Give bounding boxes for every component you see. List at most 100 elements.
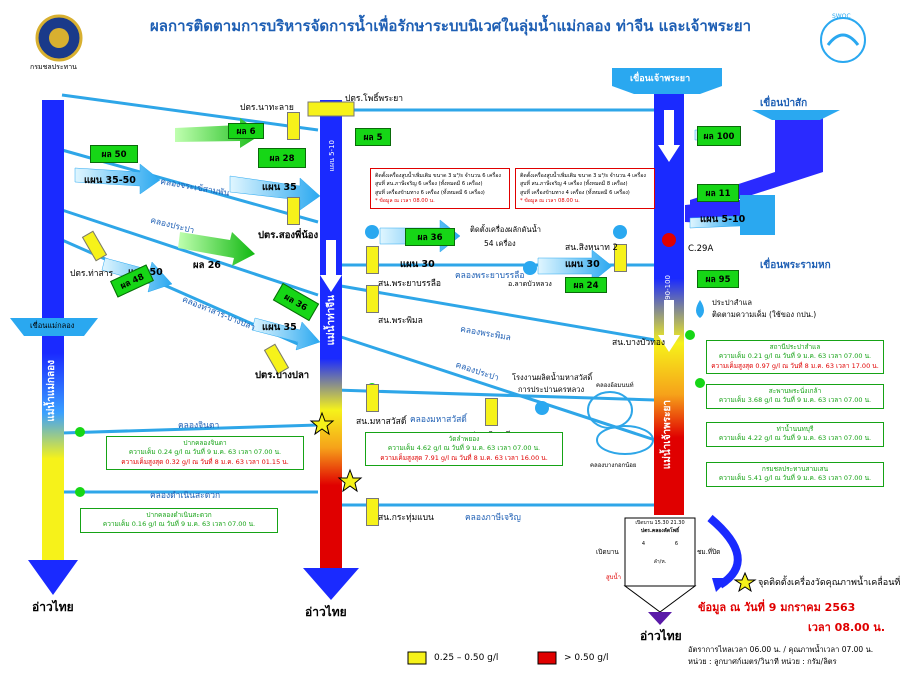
canal-damnoen: คลองดำเนินสะดวก [150, 491, 221, 501]
pasak-river-body [775, 112, 823, 172]
rid-logo-caption: กรมชลประทาน [30, 63, 77, 71]
swoc-logo [820, 17, 866, 63]
gate-phra-phimon [366, 285, 379, 313]
flow-label-f4: แผน 35-50 [84, 175, 136, 186]
flow-label-f18: แผน 5-10 [700, 214, 746, 225]
flow-label-f6: แผน 35 [262, 182, 297, 193]
station-damnoen: ปากคลองดำเนินสะดวก ความเค็ม 0.16 g/l ณ ว… [80, 508, 278, 533]
phra-phimon-label: สน.พระพิมล [378, 316, 423, 326]
legend-yellow-text: 0.25 – 0.50 g/l [434, 653, 499, 663]
flow-box-f5: ผล 28 [258, 148, 306, 168]
waterworks-l2: การประปานครหลวง [518, 385, 585, 394]
chaophraya-dam-label: เขื่อนเจ้าพระยา [630, 74, 691, 84]
flow-label-f13: แผน 30 [400, 259, 435, 270]
flow-box-f15: ผล 24 [565, 277, 607, 293]
pasak-dam-shape [752, 110, 840, 120]
thachin-river-label: แม่น้ำท่าจีน [326, 295, 337, 346]
note-1: อัตราการไหลเวลา 06.00 น. / คุณภาพน้ำเวลา… [688, 645, 874, 654]
station-tha-nam: ท่าน้ำนนทบุรี ความเค็ม 4.22 g/l ณ วันที่… [706, 422, 884, 447]
pusher-text: ติดตั้งเครื่องผลักดันน้ำ [470, 225, 541, 234]
gate-open-label: เปิดบาน [596, 548, 619, 556]
gate-sinakharin [614, 244, 627, 272]
page-title: ผลการติดตามการบริหารจัดการน้ำเพื่อรักษาร… [150, 17, 752, 35]
song-phi-nong-label: ปตร.สองพี่น้อง [258, 230, 319, 241]
flow-label-f7: ผล 26 [193, 260, 221, 271]
station-dot-5 [75, 487, 85, 497]
legend-red-swatch [537, 651, 557, 665]
star-marker-2 [337, 468, 363, 493]
gate-box-frame [624, 517, 696, 587]
flow-box-f2: ผล 5 [355, 128, 391, 146]
gate-close-label: ชม.ที่ปิด [697, 548, 721, 556]
legend-yellow-swatch [407, 651, 427, 665]
pump-box-2: ติดตั้งเครื่องสูบน้ำเพิ่มเติม ขนาด 3 ม³/… [515, 168, 655, 210]
thachin-plan-label: แผน 5-10 [328, 140, 336, 172]
thachin-arrowhead [303, 568, 359, 600]
flow-label-f14: แผน 30 [565, 259, 600, 270]
canal-jindalai: คลองจินดา [178, 421, 220, 431]
gate-chimphli [485, 398, 498, 426]
pump-box-1: ติดตั้งเครื่องสูบน้ำเพิ่มเติม ขนาด 3 ม³/… [370, 168, 510, 210]
station-dot-3 [685, 330, 695, 340]
bang-bua-thong-label: สน.บางบัวทอง [612, 338, 666, 348]
pusher-icon [523, 261, 537, 275]
flow-label-f11: แผน 35 [262, 322, 297, 333]
tha-san-label: ปตร.ท่าสาร [70, 269, 114, 279]
maeklong-river-label: แม่น้ำแม่กลอง [46, 360, 57, 422]
station-rid: กรมชลประทานสามเสน ความเค็ม 5.41 g/l ณ วั… [706, 462, 884, 487]
canal-om-non: คลองอ้อมนนท์ [596, 382, 634, 389]
rama6-dam-label: เขื่อนพระรามหก [760, 260, 831, 271]
nathalai-label: ปตร.นาทะลาย [240, 103, 294, 113]
rama6-dam-shape [740, 195, 775, 235]
star-marker-1 [309, 411, 335, 436]
legend-red-text: > 0.50 g/l [564, 653, 609, 663]
note-2: หน่วย : ลูกบาศก์เมตร/วินาที หน่วย : กรัม… [688, 657, 837, 666]
c29a-dot [662, 233, 676, 247]
chaophraya-dam-shape [612, 68, 722, 86]
gate-song-phi-nong [287, 197, 300, 225]
bangkok-noi-loop [596, 425, 654, 455]
station-dot-4 [695, 378, 705, 388]
pho-phraya-label: ปตร.โพธิ์พระยา [345, 94, 404, 104]
gate-maha-sawat [366, 384, 379, 412]
flow-box-f19: ผล 95 [697, 270, 739, 288]
canal-phasi-charoen: คลองภาษีเจริญ [465, 513, 521, 523]
legend-star-text: จุดติดตั้งเครื่องวัดคุณภาพน้ำเคลื่อนที่ … [758, 578, 900, 588]
chaophraya-river-label: แม่น้ำเจ้าพระยา [662, 400, 673, 470]
c29a-label: C.29A [688, 244, 714, 254]
maeklong-dam-shape [10, 318, 98, 336]
white-arrows [320, 110, 680, 352]
gate-phraya-banlue [366, 246, 379, 274]
waterworks-icon [535, 401, 549, 415]
chaophraya-arrowhead [648, 612, 672, 625]
pump-icon-2 [613, 225, 627, 239]
gate-pump-label: สูบน้ำ [606, 574, 621, 581]
data-time: เวลา 08.00 น. [808, 621, 886, 634]
flow-box-f1: ผล 6 [228, 123, 264, 139]
gate-nathalai [287, 112, 300, 140]
flow-box-f3: ผล 50 [90, 145, 138, 163]
waterworks-l1: โรงงานผลิตน้ำมหาสวัสดิ์ [512, 373, 593, 382]
pho-phraya-gate [307, 101, 355, 117]
station-wat-lam-thong: วัดลำพยอง ความเค็ม 4.62 g/l ณ วันที่ 9 ม… [365, 432, 563, 467]
samlae-label: ประปาสำแล [712, 298, 753, 307]
flow-box-f17: ผล 11 [697, 184, 739, 202]
maeklong-arrowhead [28, 560, 78, 595]
pusher-count: 54 เครื่อง [484, 239, 516, 248]
flow-box-f16: ผล 100 [697, 126, 741, 146]
sinakharin-label: สน.สิงหนาท 2 [565, 243, 618, 253]
phraya-banlue-label: สน.พระยาบรรลือ [378, 279, 442, 289]
krathum-baen-label: สน.กระทุ่มแบน [378, 513, 434, 523]
blue-arrows [74, 129, 741, 351]
pasak-dam-label: เขื่อนป่าสัก [760, 98, 808, 109]
canal-phraya-banlue: คลองพระยาบรรลือ [455, 271, 525, 281]
swoc-logo-caption: SWOC [832, 13, 851, 20]
chaophraya-plan-label: แผน 70 [664, 118, 672, 143]
water-drop-icon [696, 300, 704, 318]
maeklong-outlet-label: อ่าวไทย [32, 600, 74, 614]
flow-box-f12: ผล 36 [405, 228, 455, 246]
salinity-note: ติดตามความเค็ม (ใช้ของ กปน.) [712, 310, 817, 319]
station-dot-6 [75, 427, 85, 437]
station-jindalai: ปากคลองจินดา ความเค็ม 0.24 g/l ณ วันที่ … [106, 436, 304, 471]
